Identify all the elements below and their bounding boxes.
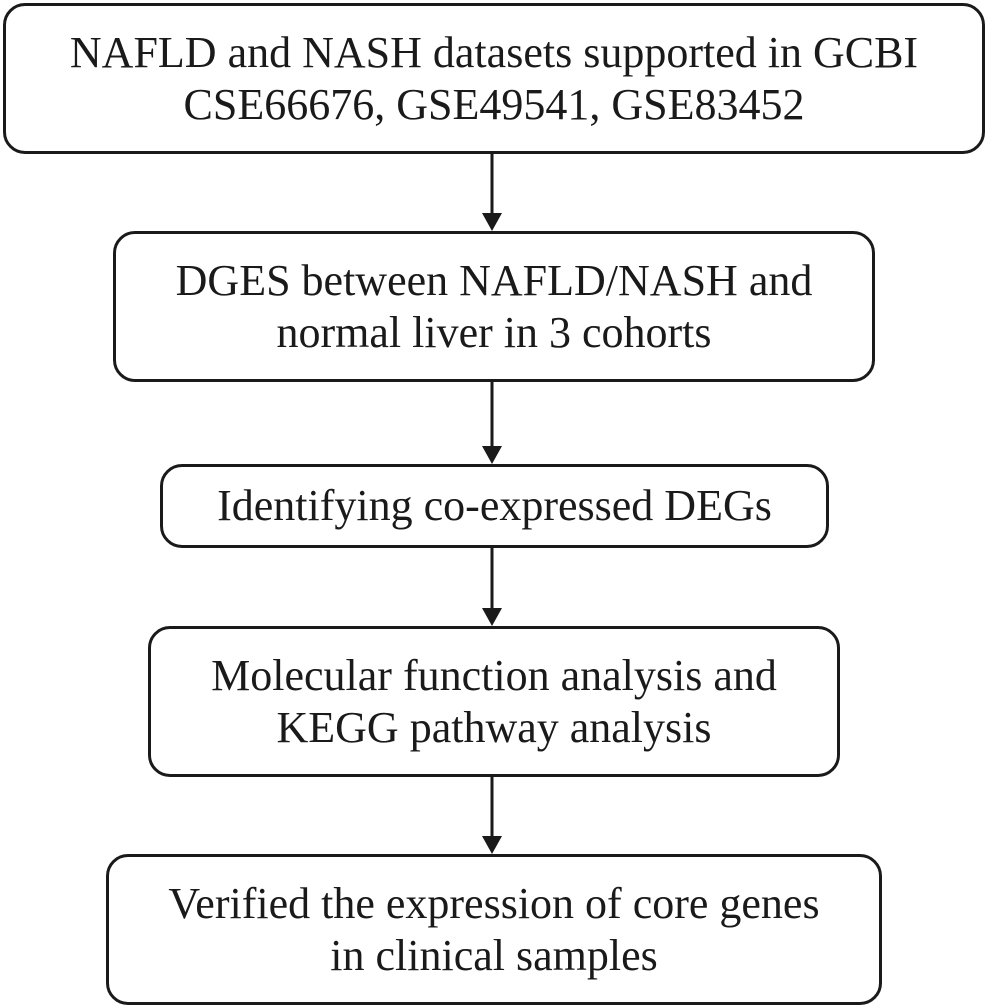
- step-function-analysis-box: Molecular function analysis and KEGG pat…: [148, 626, 840, 777]
- step-dges-line1: DGES between NAFLD/NASH and: [175, 255, 813, 305]
- step-datasets-box: NAFLD and NASH datasets supported in GCB…: [3, 3, 985, 154]
- arrowhead-4-5: [482, 836, 502, 854]
- step-datasets-line1: NAFLD and NASH datasets supported in GCB…: [69, 27, 919, 77]
- step-verification-box: Verified the expression of core genes in…: [106, 854, 882, 1005]
- step-datasets-line2: CSE66676, GSE49541, GSE83452: [183, 79, 805, 129]
- step-verification-line2: in clinical samples: [330, 930, 658, 980]
- step-dges-box: DGES between NAFLD/NASH and normal liver…: [113, 231, 875, 382]
- step-function-analysis-line1: Molecular function analysis and: [211, 650, 777, 700]
- arrowhead-2-3: [482, 446, 502, 464]
- step-coexpressed-box: Identifying co-expressed DEGs: [160, 464, 829, 548]
- step-verification-line1: Verified the expression of core genes: [168, 878, 820, 928]
- step-function-analysis-line2: KEGG pathway analysis: [276, 702, 712, 752]
- arrowhead-1-2: [482, 213, 502, 231]
- step-coexpressed-line1: Identifying co-expressed DEGs: [217, 481, 772, 530]
- step-dges-line2: normal liver in 3 cohorts: [276, 307, 712, 357]
- arrowhead-3-4: [482, 608, 502, 626]
